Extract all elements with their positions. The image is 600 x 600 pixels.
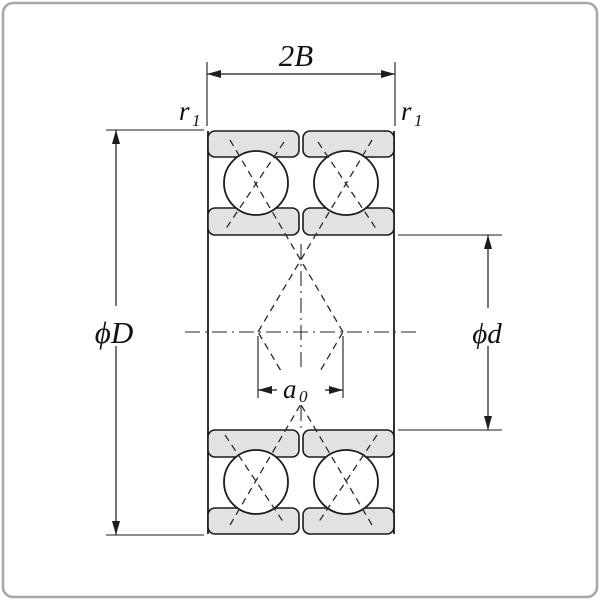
contact-line-bottom-left-to-right <box>229 331 344 526</box>
arrow-2b-left <box>207 70 221 78</box>
dim-label-2b: 2B <box>279 38 314 73</box>
dim-label-phid: ϕd <box>472 318 502 350</box>
arrow-2b-right <box>381 70 395 78</box>
arrow-phid-top <box>484 235 492 249</box>
dim-label-phiD: ϕD <box>95 315 133 350</box>
contact-line-bottom-right-to-left <box>257 331 373 526</box>
dim-label-r1-left-sub: 1 <box>192 111 201 130</box>
dim-label-r1-right-sub: 1 <box>414 111 423 130</box>
dim-label-r1-left: r <box>179 96 190 126</box>
arrow-phiD-bottom <box>112 521 120 535</box>
cross-line-ball-bottom-right <box>317 434 378 524</box>
mask-a0 <box>277 372 325 404</box>
arrow-a0-right <box>329 386 343 394</box>
arrow-phiD-top <box>112 130 120 144</box>
contact-line-top-left-to-right <box>229 139 344 333</box>
arrow-a0-left <box>258 386 272 394</box>
contact-line-top-right-to-left <box>257 139 373 333</box>
dim-label-a0: a <box>283 374 297 404</box>
arrow-phid-bottom <box>484 416 492 430</box>
cross-line-ball-bottom-left <box>224 434 285 524</box>
ball-bottom-left <box>223 449 289 515</box>
dim-label-r1-right: r <box>401 96 412 126</box>
cross-line-ball-top-left <box>224 141 285 231</box>
mask-phiD <box>89 306 141 346</box>
dim-label-a0-sub: 0 <box>299 387 308 406</box>
mask-phid <box>461 308 515 346</box>
cross-line-ball-top-right <box>317 141 378 231</box>
